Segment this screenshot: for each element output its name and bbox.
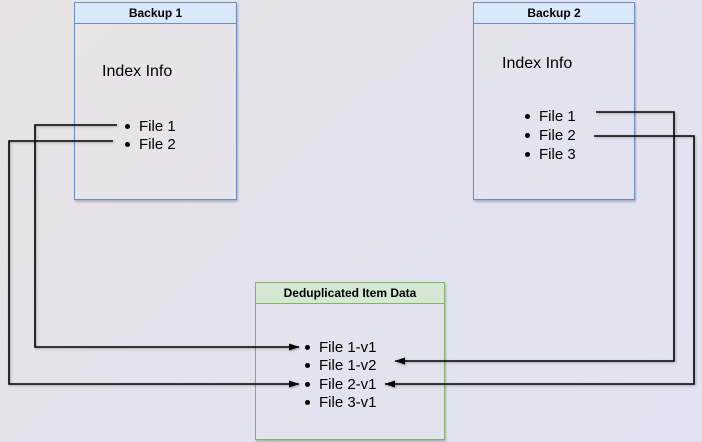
list-item-label: File 3-v1 [319,394,377,412]
list-item-label: File 2 [139,135,176,153]
list-item-label: File 1 [539,108,576,125]
bullet-icon [125,141,130,147]
list-item: File 2 [525,126,576,145]
backup1-box: Backup 1 Index Info File 1 File 2 [74,2,237,200]
list-item-label: File 2 [539,127,576,144]
list-item: File 1-v1 [305,338,377,357]
bullet-icon [525,133,530,138]
dedup-box: Deduplicated Item Data File 1-v1 File 1-… [255,282,445,440]
bullet-icon [305,381,310,387]
dedup-file-list: File 1-v1 File 1-v2 File 2-v1 File 3-v1 [305,338,377,412]
backup2-title: Backup 2 [527,6,581,20]
list-item-label: File 3 [539,146,576,163]
backup1-title: Backup 1 [128,6,183,20]
backup2-index-info-label: Index Info [502,55,573,72]
backup2-header: Backup 2 [474,3,634,24]
list-item: File 1-v2 [305,357,377,376]
list-item: File 3-v1 [305,394,377,413]
dedup-header: Deduplicated Item Data [256,283,444,304]
backup1-header: Backup 1 [75,3,236,24]
list-item-label: File 1 [139,117,176,135]
backup1-file-list: File 1 File 2 [125,117,176,153]
backup2-box: Backup 2 Index Info File 1 File 2 File 3 [473,2,635,200]
list-item-label: File 1-v1 [319,338,377,356]
bullet-icon [305,344,310,350]
list-item: File 2 [125,135,176,153]
list-item: File 1 [125,117,176,135]
bullet-icon [125,123,130,129]
dedup-title: Deduplicated Item Data [283,286,417,300]
list-item-label: File 2-v1 [319,375,377,393]
list-item: File 1 [525,107,576,126]
bullet-icon [305,400,310,406]
backup2-file-list: File 1 File 2 File 3 [525,107,576,164]
bullet-icon [305,363,310,369]
list-item: File 2-v1 [305,375,377,394]
bullet-icon [525,114,530,119]
backup1-index-info-label: Index Info [102,63,173,80]
bullet-icon [525,152,530,157]
list-item-label: File 1-v2 [319,357,377,375]
list-item: File 3 [525,145,576,164]
